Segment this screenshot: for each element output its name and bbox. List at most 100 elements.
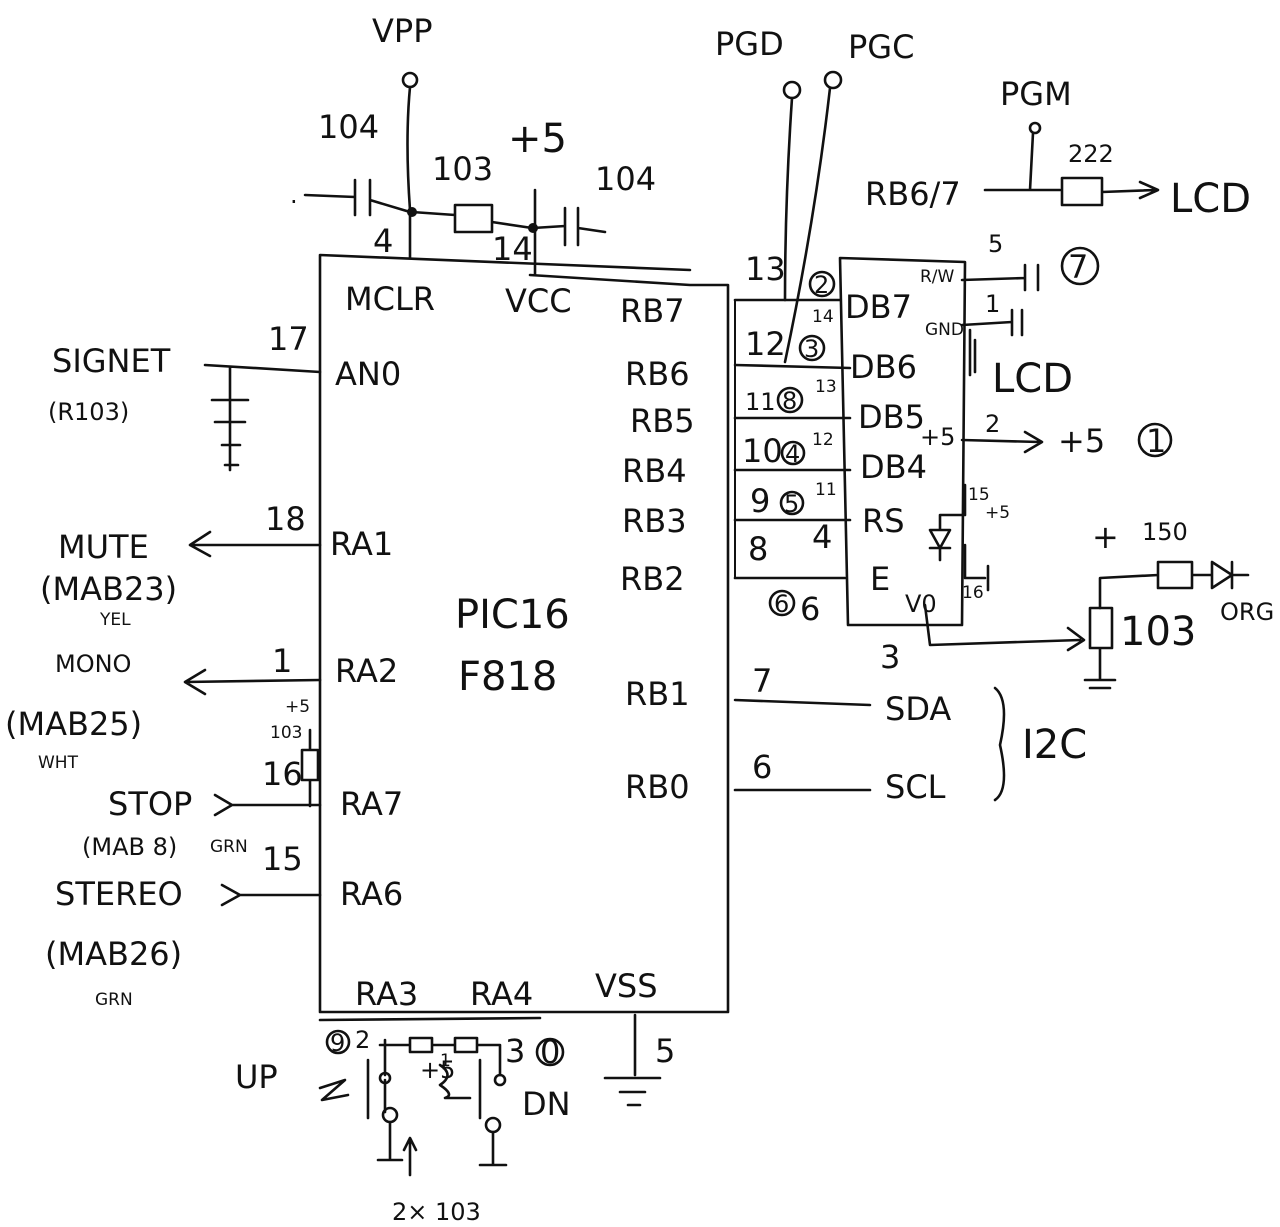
rb3-pin-num: 9 [750,482,770,520]
cap-left-value: 104 [318,108,379,146]
stereo-wire [220,883,322,907]
i2c-scl: SCL [885,768,946,806]
pin-mclr: MCLR [345,280,435,318]
lcd-en: E [870,560,890,598]
rb6-pin-num: 12 [745,325,786,363]
res-103-label: 103 [432,150,493,188]
lcd-db7: DB7 [845,288,912,326]
i2c-brace [993,686,1006,802]
ra7-pin-num: 16 [262,755,303,793]
mono-color: WHT [38,753,79,773]
lcd-s12: 12 [812,430,834,450]
lcd-title: LCD [992,356,1073,402]
stereo-color: GRN [95,990,133,1010]
dn-label: DN [522,1085,571,1123]
stop-label: STOP [108,785,192,823]
res-222 [1060,176,1160,207]
pgd-wire [783,96,794,302]
pullup-plus5: +5 [285,697,310,717]
pin-ra7: RA7 [340,785,403,823]
dn-contact [493,1073,507,1087]
pin-rb5: RB5 [630,402,695,440]
ra6-pin-num: 15 [262,840,303,878]
pgc-terminal [823,70,843,90]
ra2-pin-num: 1 [272,642,292,680]
rb0-pin-num: 6 [752,748,772,786]
bottom-c0: 0 [540,1033,560,1071]
stop-wire [213,793,322,817]
mute-arrow [188,530,322,558]
mute-color: YEL [99,610,131,630]
vss-ground [603,1013,662,1107]
mute-sub: (MAB23) [40,570,177,608]
pin-rb7: RB7 [620,292,685,330]
dn-ground [478,1130,508,1167]
res-103-top [410,203,534,234]
rb67-dest: LCD [1170,176,1251,222]
lcd-v0-wire [923,603,1086,652]
lcd-c4-ring [780,440,806,466]
plus5-top: +5 [508,116,567,162]
pin-num-4: 4 [373,222,393,260]
stereo-label: STEREO [55,875,183,913]
lcd-c5: 5 [784,490,799,518]
res-arrow [402,1136,418,1177]
bottom-n2: 2 [355,1026,370,1054]
lcd-s11: 11 [815,480,837,500]
lcd-led-gnd [963,543,990,592]
stop-color: GRN [210,837,248,857]
lcd-data-bus [733,298,852,580]
dn-button [438,1058,482,1120]
up-terminal [381,1106,399,1124]
contrast-pot-label: 103 [1120,609,1196,655]
pin-rb3: RB3 [622,502,687,540]
up-contact [378,1071,392,1085]
pin-ra2: RA2 [335,652,398,690]
pgm-wire [983,131,1062,192]
lcd-db5: DB5 [858,398,925,436]
pin-ra1: RA1 [330,525,393,563]
pin-rb1: RB1 [625,675,690,713]
bottom-c0-ring [535,1037,565,1067]
lcd-n2: 2 [985,410,1000,438]
pin-ra4: RA4 [470,975,533,1013]
lcd-c2-ring [808,270,836,298]
vpp-wire [406,85,412,260]
bottom-c9: 9 [330,1029,345,1057]
rb2-pin-num: 8 [748,530,768,568]
i2c-label: I2C [1022,722,1087,768]
lcd-led-plus5: +5 [985,503,1010,523]
mono-label: MONO [55,650,131,678]
pullup-resistor [300,728,320,808]
button-pullups [378,1036,502,1077]
bottom-bus [318,1016,542,1022]
lcd-c3: 3 [804,335,819,363]
en-pin-num: 6 [800,590,820,628]
pgc-label: PGC [848,28,914,66]
lcd-c2: 2 [814,271,829,299]
stereo-sub: (MAB26) [45,935,182,973]
lcd-plus5-wire [960,430,1044,454]
contrast-plus: + [1092,518,1119,556]
dn-terminal [484,1116,502,1134]
lcd-c7-ring [1060,246,1100,286]
vss-pin-num: 5 [655,1032,675,1070]
pullup-n1: 1 [440,1051,451,1071]
pin-vss: VSS [595,967,658,1005]
rb1-pin-num: 7 [752,662,772,700]
signet-label: SIGNET [52,342,171,380]
pgc-wire [783,86,832,364]
bottom-c9-ring [325,1029,351,1055]
lcd-s14: 14 [812,307,834,327]
lcd-c6: 6 [774,590,789,618]
lcd-c1-ring [1137,422,1173,458]
lcd-c8-ring [776,386,804,414]
lcd-db6: DB6 [850,348,917,386]
rb67-label: RB6/7 [865,175,961,213]
lcd-v0: V0 [905,590,937,618]
pin-an0: AN0 [335,355,401,393]
pgm-terminal [1028,121,1042,135]
bottom-plus5: +5 [420,1056,455,1084]
lcd-c4: 4 [785,440,800,468]
lcd-gnd: GND [925,320,964,340]
